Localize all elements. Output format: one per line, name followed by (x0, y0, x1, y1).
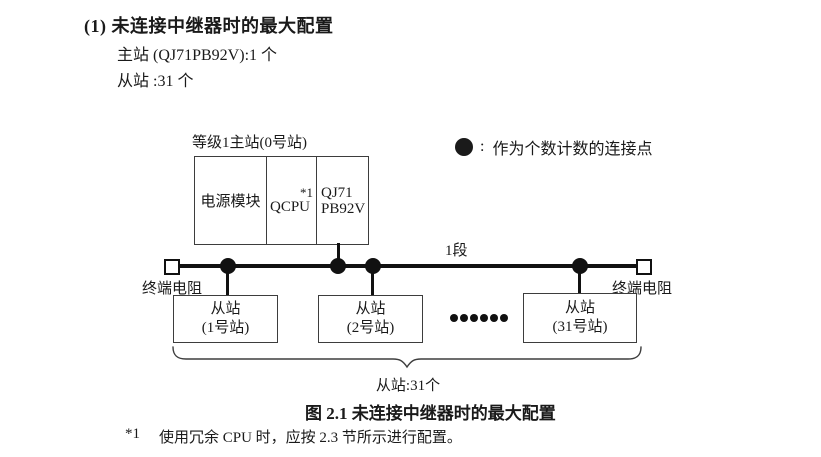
bus-line (171, 264, 643, 268)
terminating-resistor-left-icon (164, 259, 180, 275)
legend: : 作为个数计数的连接点 (455, 135, 652, 159)
terminating-resistor-right-icon (636, 259, 652, 275)
slave1-label: 从站 (210, 301, 241, 317)
ellipsis-dots (450, 314, 508, 322)
cpu-cell: *1 QCPU (266, 157, 316, 244)
master-drop-line (337, 243, 340, 265)
slave1-station-number: (1号站) (201, 320, 250, 336)
brace-label: 从站:31个 (375, 378, 441, 394)
slave31-station-number: (31号站) (552, 319, 608, 335)
figure-caption: 图 2.1 未连接中继器时的最大配置 (305, 404, 556, 423)
slave2-station-number: (2号站) (346, 320, 395, 336)
section-title: (1) 未连接中继器时的最大配置 (84, 16, 334, 36)
brace (172, 346, 642, 369)
connection-point-dot (330, 258, 346, 274)
footnote-ref-marker: *1 (300, 184, 313, 200)
slave31-drop-line (578, 266, 581, 293)
profibus-module-cell: QJ71 PB92V (316, 157, 368, 244)
legend-label: 作为个数计数的连接点 (492, 141, 653, 158)
terminating-resistor-left-label: 终端电阻 (142, 281, 203, 297)
footnote: *1 使用冗余 CPU 时，应按 2.3 节所示进行配置。 (125, 426, 462, 447)
slave-station-box-1: 从站 (1号站) (173, 295, 278, 343)
legend-separator: : (480, 138, 485, 155)
profibus-module-label-line2: PB92V (321, 200, 366, 217)
slave1-drop-line (226, 266, 229, 295)
slave-station-box-2: 从站 (2号站) (318, 295, 423, 343)
cpu-label: QCPU (270, 198, 311, 215)
slave-station-box-31: 从站 (31号站) (523, 293, 637, 343)
slave2-label: 从站 (355, 301, 386, 317)
footnote-marker: *1 (125, 426, 140, 442)
master-station-label: 等级1主站(0号站) (192, 135, 307, 151)
connection-point-icon (455, 138, 473, 156)
slave31-label: 从站 (564, 300, 595, 316)
power-supply-label: 电源模块 (200, 194, 261, 210)
master-station-box: 电源模块 *1 QCPU QJ71 PB92V (194, 156, 369, 245)
power-supply-module-cell: 电源模块 (195, 157, 266, 244)
profibus-module-label-line1: QJ71 (321, 184, 353, 201)
footnote-text: 使用冗余 CPU 时，应按 2.3 节所示进行配置。 (159, 430, 462, 446)
segment-label: 1段 (445, 243, 468, 259)
master-spec-line: 主站 (QJ71PB92V):1 个 (117, 47, 278, 64)
slave2-drop-line (371, 266, 374, 295)
slave-spec-line: 从站 :31 个 (117, 73, 194, 90)
